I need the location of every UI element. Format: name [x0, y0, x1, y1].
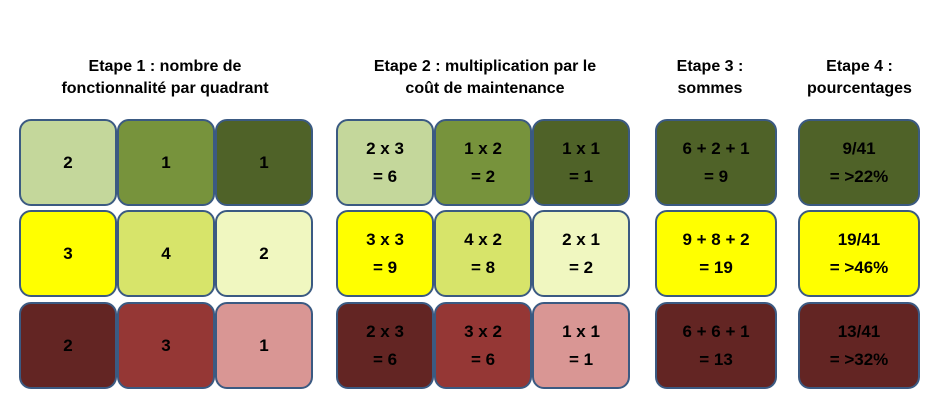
step4-cell: 13/41 = >32%: [798, 302, 920, 389]
step1-cell: 4: [117, 210, 215, 297]
step2-cell: 3 x 3 = 9: [336, 210, 434, 297]
step2-cell: 2 x 1 = 2: [532, 210, 630, 297]
step2-cell: 1 x 1 = 1: [532, 119, 630, 206]
step2-cell: 2 x 3 = 6: [336, 119, 434, 206]
step1-cell: 1: [215, 302, 313, 389]
step2-cell: 4 x 2 = 8: [434, 210, 532, 297]
step4-cell: 9/41 = >22%: [798, 119, 920, 206]
step1-title: Etape 1 : nombre de fonctionnalité par q…: [61, 58, 269, 97]
step1-cell: 2: [19, 119, 117, 206]
step3-cell: 9 + 8 + 2 = 19: [655, 210, 777, 297]
step3-cell: 6 + 6 + 1 = 13: [655, 302, 777, 389]
step3-cell: 6 + 2 + 1 = 9: [655, 119, 777, 206]
step1-cell: 3: [19, 210, 117, 297]
step3-title: Etape 3 : sommes: [676, 58, 744, 97]
step2-title: Etape 2 : multiplication par le coût de …: [373, 58, 597, 97]
step1-cell: 2: [19, 302, 117, 389]
step2-cell: 2 x 3 = 6: [336, 302, 434, 389]
step2-cell: 3 x 2 = 6: [434, 302, 532, 389]
step4-cell: 19/41 = >46%: [798, 210, 920, 297]
step1-cell: 1: [215, 119, 313, 206]
step2-cell: 1 x 1 = 1: [532, 302, 630, 389]
step1-cell: 2: [215, 210, 313, 297]
step1-cell: 1: [117, 119, 215, 206]
step1-cell: 3: [117, 302, 215, 389]
step2-cell: 1 x 2 = 2: [434, 119, 532, 206]
step4-title: Etape 4 : pourcentages: [807, 58, 912, 97]
